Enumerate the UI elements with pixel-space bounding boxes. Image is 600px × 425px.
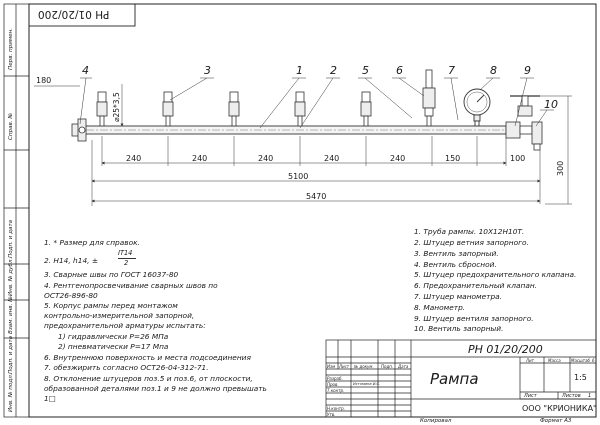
note-5a: 5. Корпус рампы перед монтажом: [44, 301, 178, 310]
mass-mark: 6: [592, 358, 595, 363]
footer-copied: Копировал: [420, 418, 452, 424]
note-5b: контрольно-измерительной запорной,: [44, 311, 195, 320]
note-8c: 1□: [44, 394, 56, 403]
note-8b: образованной деталями поз.1 и 9 не должн…: [44, 384, 267, 393]
note-7: 7. обезжирить согласно ОСТ26-04-312-71.: [44, 363, 209, 372]
spec-item-3: 3. Вентиль запорный.: [414, 249, 499, 258]
spec-item-1: 1. Труба рампы. 10Х12Н10Т.: [414, 227, 525, 236]
hdr-lit: Лит: [526, 358, 534, 363]
side-label-sign-date-2: Подп. и дата: [8, 335, 14, 374]
spec-item-5: 5. Штуцер предохранительного клапана.: [414, 270, 577, 279]
note-8a: 8. Отклонение штуцеров поз.5 и поз.6, от…: [44, 374, 253, 383]
stamp-code: РН 01/20/200: [38, 8, 110, 20]
dim-diameter: ⌀25*3,5: [112, 92, 121, 122]
callout-4: 4: [82, 64, 89, 77]
stamp-code-box: [28, 3, 136, 27]
dim-240-4: 240: [324, 154, 340, 163]
side-label-sign-date-1: Подп. и дата: [8, 219, 14, 258]
note-2-numerator: IT14: [118, 249, 133, 257]
note-5d: 1) гидравлически P=26 МПа: [58, 332, 169, 341]
dim-180: 180: [36, 76, 52, 85]
note-2-fraction-bar: [118, 258, 136, 259]
footer-format: Формат А3: [540, 418, 572, 424]
note-4a: 4. Рентгенопросвечивание сварных швов по: [44, 281, 218, 290]
spec-item-8: 8. Манометр.: [414, 303, 466, 312]
callout-1: 1: [296, 64, 303, 77]
doc-code: РН 01/20/200: [468, 343, 543, 356]
spec-item-2: 2. Штуцер ветния запорного.: [414, 238, 529, 247]
title-block: [325, 339, 597, 418]
note-3: 3. Сварные швы по ГОСТ 16037-80: [44, 270, 179, 279]
sheet-label: Лист: [524, 393, 537, 399]
sheets-label: Листов: [562, 393, 581, 399]
callout-9: 9: [524, 64, 531, 77]
callout-leaders: [79, 77, 554, 129]
col-list: Лист: [339, 364, 350, 369]
dim-150: 150: [445, 154, 461, 163]
col-date: Дата: [398, 364, 409, 369]
drawing-name: Рампа: [430, 370, 479, 388]
dim-240-3: 240: [258, 154, 274, 163]
note-2: 2. H14, h14, ±: [44, 256, 99, 265]
safety-valve: [422, 69, 436, 127]
col-docnum: № докум.: [354, 364, 374, 369]
note-2-denominator: 2: [124, 259, 129, 267]
dim-chain: [91, 95, 572, 206]
role-norm-control: Н.контр.: [327, 406, 345, 411]
callout-6: 6: [396, 64, 403, 77]
callout-10: 10: [544, 98, 558, 111]
callout-5: 5: [362, 64, 369, 77]
side-strip: [3, 3, 30, 418]
role-approved: Утв.: [327, 412, 336, 417]
spec-item-9: 9. Штуцер вентиля запорного.: [414, 314, 534, 323]
side-label-first-use: Перв. примен.: [8, 28, 14, 70]
dim-300: 300: [556, 160, 565, 176]
side-label-dup-no: Инв. № дубл.: [8, 257, 14, 296]
spec-item-4: 4. Вентиль сбросной.: [414, 260, 497, 269]
note-5c: предохранительной арматуры испытать:: [44, 321, 206, 330]
dim-240-5: 240: [390, 154, 406, 163]
side-label-ref-no: Справ. №: [8, 112, 14, 140]
spec-item-7: 7. Штуцер манометра.: [414, 292, 503, 301]
dim-5470: 5470: [306, 192, 327, 201]
col-izm: Изм: [327, 364, 336, 369]
role-tech-control: Т.контр.: [327, 388, 345, 393]
manometer: [463, 88, 491, 127]
spec-item-10: 10. Вентиль запорный.: [414, 324, 504, 333]
col-sign: Подп.: [381, 364, 394, 369]
role-developer: Разраб.: [327, 376, 343, 381]
note-1: 1. * Размер для справок.: [44, 238, 140, 247]
branch-valves: [96, 91, 372, 127]
callout-8: 8: [490, 64, 497, 77]
end-valve: [505, 95, 543, 151]
callout-2: 2: [330, 64, 337, 77]
note-6: 6. Внутреннюю поверхность и места подсое…: [44, 353, 251, 362]
drain-valve: [71, 118, 87, 142]
hdr-mass: Масса: [548, 358, 561, 363]
sheets-value: 1: [588, 393, 592, 399]
note-4b: ОСТ26-896-80: [44, 291, 98, 300]
callout-3: 3: [204, 64, 211, 77]
note-5e: 2) пневматически P=17 Мпа: [58, 342, 169, 351]
dim-5100: 5100: [288, 172, 309, 181]
callout-7: 7: [448, 64, 455, 77]
dim-240-1: 240: [126, 154, 142, 163]
dim-240-2: 240: [192, 154, 208, 163]
role-checker: Пров.: [327, 382, 339, 387]
hdr-scale: Масштаб: [571, 358, 591, 363]
checker-name: Истомина И.С.: [353, 382, 381, 386]
scale-value: 1:5: [574, 373, 587, 382]
spec-item-6: 6. Предохранительный клапан.: [414, 281, 538, 290]
dim-100: 100: [510, 154, 526, 163]
side-label-replace-no: Взам. инв. №: [8, 296, 14, 334]
company-name: ООО "КРИОНИКА": [522, 404, 597, 413]
side-label-orig-no: Инв. № подл.: [8, 373, 14, 412]
